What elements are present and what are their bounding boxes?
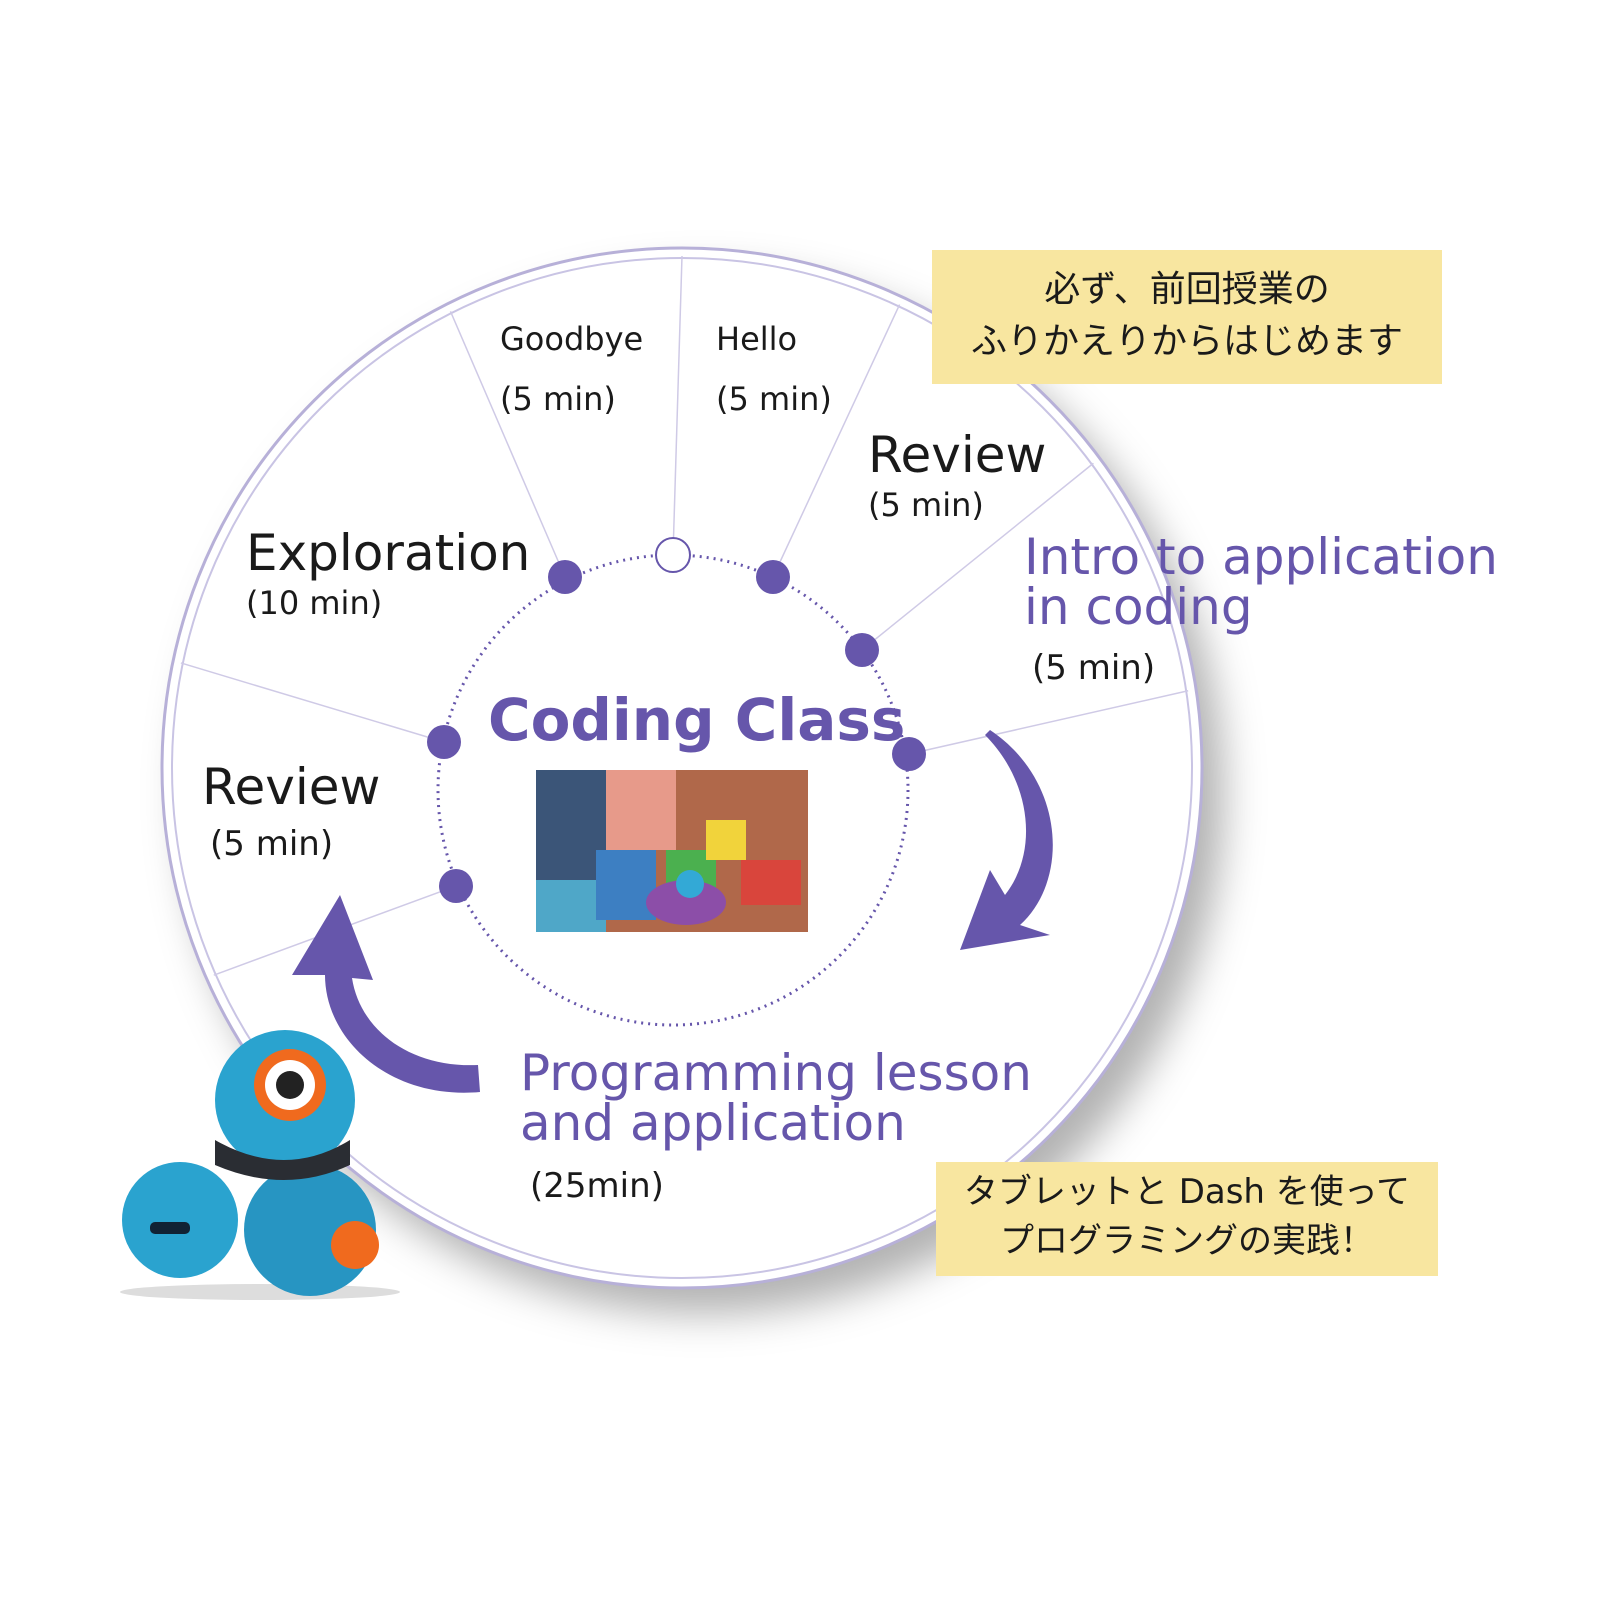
goodbye-duration: (5 min) [500,380,616,418]
programming-label-line1: Programming lesson [520,1044,1032,1102]
segment-divider-line [449,311,566,578]
classroom-photo [536,770,808,932]
timeline-dot [845,633,879,667]
segment-divider-line [772,304,901,578]
review-top-label: Review [868,426,1047,484]
timeline-dot [892,737,926,771]
arrow-return-icon [292,895,480,1093]
exploration-label: Exploration [246,524,531,582]
segment-divider-line [180,662,445,743]
timeline-dot [756,560,790,594]
timeline-dot [548,560,582,594]
page-title: Coding Class [488,686,906,754]
hello-label: Hello [716,320,798,358]
segment-divider-line [908,690,1189,755]
programming-duration: (25min) [530,1166,664,1206]
hello-duration: (5 min) [716,380,832,418]
goodbye-label: Goodbye [500,320,644,358]
arrow-clockwise-icon [960,730,1053,950]
segment-dividers [180,255,1189,976]
note-bottom-line1: タブレットと Dash を使って [963,1172,1411,1212]
exploration-duration: (10 min) [246,584,383,622]
review-left-label: Review [202,758,381,816]
timeline-dot [427,725,461,759]
note-practice: タブレットと Dash を使って プログラミングの実践！ [936,1162,1438,1276]
note-bottom-line2: プログラミングの実践！ [1000,1221,1374,1262]
segment-divider-line [861,462,1094,651]
review-top-duration: (5 min) [868,486,984,524]
intro-label-line2: in coding [1024,578,1253,636]
review-left-duration: (5 min) [210,824,334,864]
outer-circle [162,248,1202,1288]
start-dot [655,537,691,573]
note-review-first: 必ず、前回授業の ふりかえりからはじめます [932,250,1442,384]
note-top-line2: ふりかえりからはじめます [970,321,1403,363]
programming-label-line2: and application [520,1094,906,1152]
intro-duration: (5 min) [1032,648,1156,688]
note-top-line1: 必ず、前回授業の [1044,269,1330,310]
dash-robot-image [120,1030,400,1300]
timeline-dot [439,869,473,903]
segment-divider-line [672,255,683,556]
intro-label-line1: Intro to application [1024,528,1498,586]
